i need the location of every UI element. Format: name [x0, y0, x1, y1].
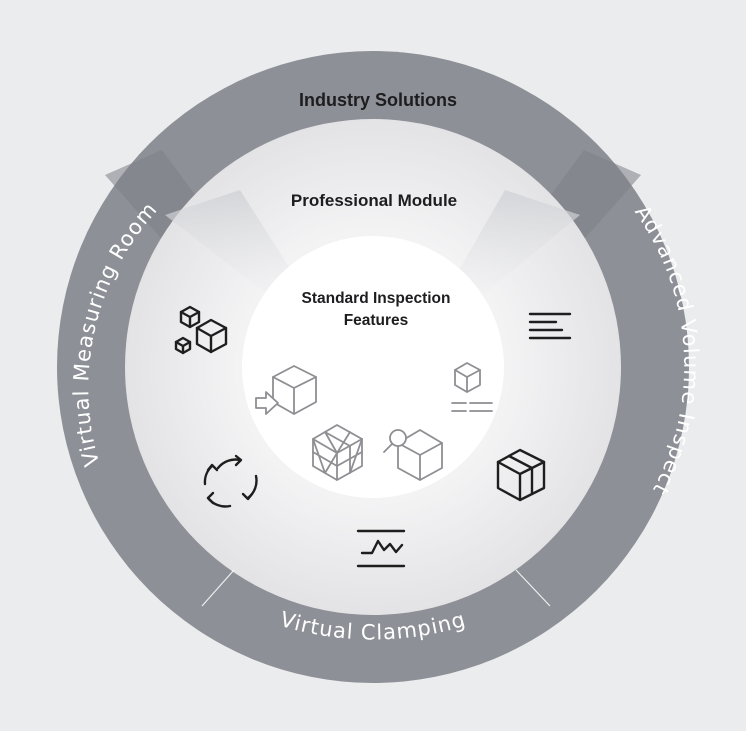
center-circle	[242, 236, 504, 498]
cycle-arrows-icon	[203, 454, 258, 508]
cubes-cluster-icon	[174, 305, 228, 355]
mesh-cube-icon	[312, 424, 363, 481]
cube-report-icon	[451, 362, 493, 412]
professional-module-label: Professional Module	[291, 191, 457, 210]
cube-magnifier-icon	[383, 429, 443, 481]
cube-import-icon	[255, 365, 317, 415]
signal-chart-icon	[356, 529, 406, 568]
text-lines-icon	[528, 312, 572, 340]
industry-solutions-label: Industry Solutions	[299, 90, 457, 110]
box-3d-icon	[496, 448, 546, 502]
standard-features-label-line1: Standard Inspection	[302, 290, 451, 307]
standard-features-label-line2: Features	[344, 312, 409, 329]
separator-right	[515, 569, 551, 607]
separator-left	[201, 569, 235, 607]
